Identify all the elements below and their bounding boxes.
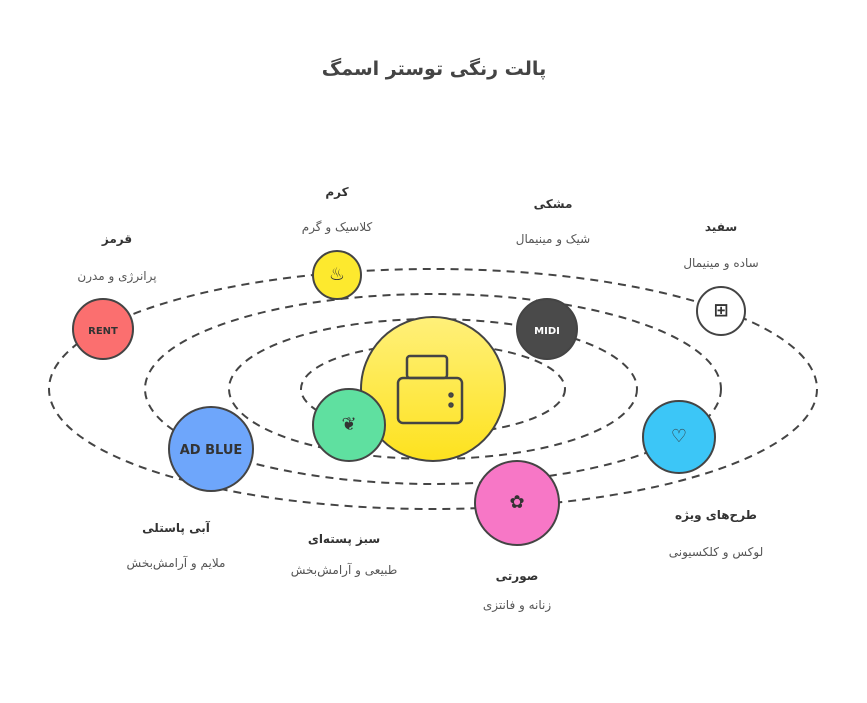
item-name: سفید [704, 220, 738, 234]
item-desc: پرانرژی و مدرن [77, 269, 157, 283]
page-title: پالت رنگی توستر اسمگ [321, 58, 547, 80]
item-name: آبی پاستلی [142, 521, 210, 535]
center-toaster-node [360, 316, 506, 462]
node-7 [642, 400, 716, 474]
apps-sparkle-icon: ⊞ [713, 300, 728, 321]
node-0 [72, 298, 134, 360]
toaster-icon [396, 354, 464, 425]
item-desc: زنانه و فانتزی [482, 598, 552, 612]
rent-sign-icon: RENT [88, 326, 118, 337]
diamond-heart-icon: ♡ [671, 426, 687, 447]
node-6 [474, 460, 560, 546]
orbit-3 [144, 293, 722, 485]
node-2 [516, 298, 578, 360]
item-name: قرمز [101, 232, 133, 246]
orbit-4 [48, 268, 818, 510]
node-4 [168, 406, 254, 492]
item-desc: شیک و مینیمال [515, 232, 591, 246]
item-desc: ساده و مینیمال [683, 256, 759, 270]
item-desc: طبیعی و آرامش‌بخش [290, 563, 398, 577]
item-name: صورتی [495, 569, 539, 583]
midi-icon: MIDI [534, 326, 560, 337]
item-desc: کلاسیک و گرم [301, 220, 373, 234]
broom-flower-icon: ✿ [509, 492, 524, 513]
mortar-leaf-icon: ❦ [341, 414, 356, 435]
node-3 [696, 286, 746, 336]
item-name: طرح‌های ویژه [675, 508, 757, 522]
item-desc: ملایم و آرامش‌بخش [126, 556, 226, 570]
item-name: مشکی [533, 197, 573, 211]
node-5 [312, 388, 386, 462]
hot-food-icon: ♨ [329, 264, 345, 285]
node-1 [312, 250, 362, 300]
item-desc: لوکس و کلکسیونی [668, 545, 764, 559]
ad-blue-icon: AD BLUE [180, 443, 243, 458]
item-name: کرم [325, 185, 349, 199]
item-name: سبز پسته‌ای [307, 532, 381, 546]
